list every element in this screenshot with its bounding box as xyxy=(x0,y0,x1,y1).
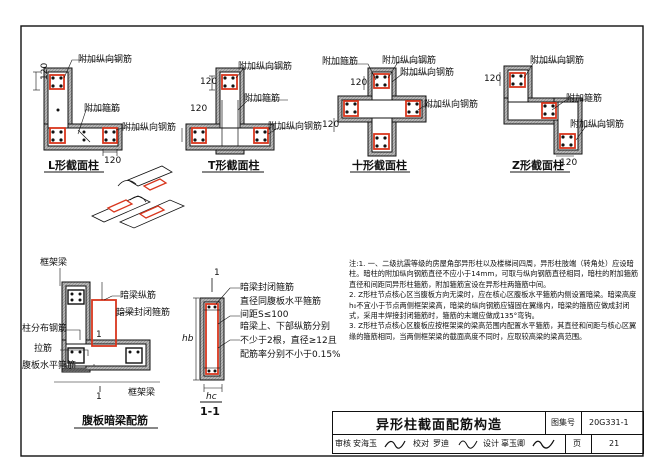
note-3: 3. Z形柱节点核心区腹板应按框架梁的梁高范围内配置水平箍筋，其直径和间距与核心… xyxy=(349,321,637,341)
design-label: 设计 xyxy=(483,439,499,448)
l-label-rebar-right: 附加纵向钢筋 xyxy=(122,123,177,133)
l-label-stirrup: 附加箍筋 xyxy=(84,104,121,114)
cross-dim-2: 120 xyxy=(322,120,340,130)
section-note-5: 不少于2根，直径≥12且 xyxy=(240,336,337,346)
l-dim-1: 120 xyxy=(40,62,50,80)
title-block-row-1: 异形柱截面配筋构造 图集号 20G331-1 xyxy=(333,412,643,435)
slab-beam-caption: 腹板暗梁配筋 xyxy=(82,414,148,427)
z-dim-1: 120 xyxy=(484,74,502,84)
z-section-caption: Z形截面柱 xyxy=(512,159,564,172)
section-note-4: 暗梁上、下部纵筋分别 xyxy=(240,322,331,332)
section-top-marker: 1 xyxy=(214,268,220,278)
atlas-label: 图集号 xyxy=(551,418,575,427)
slab-marker-2: 1 xyxy=(96,392,102,402)
z-label-stirrup: 附加箍筋 xyxy=(566,94,603,104)
iso-sketch xyxy=(91,165,186,229)
designer-name: 辜玉卿 xyxy=(501,439,525,448)
cross-label-stirrup: 附加箍筋 xyxy=(322,57,359,67)
cross-label-rebar-2: 附加纵向钢筋 xyxy=(400,68,455,78)
slab-col-stirrup: 柱分布钢筋 xyxy=(22,324,68,334)
z-dim-2: 120 xyxy=(560,158,578,168)
t-section-drawing xyxy=(181,67,296,155)
slab-hidden-stirrup: 暗梁封闭箍筋 xyxy=(116,308,171,318)
slab-hidden-longitudinal: 暗梁纵筋 xyxy=(120,291,157,301)
cross-label-rebar-1: 附加纵向钢筋 xyxy=(382,56,437,66)
t-label-rebar-top: 附加纵向钢筋 xyxy=(238,62,293,72)
t-dim-1: 120 xyxy=(200,77,218,87)
section-note-2: 直径同腹板水平箍筋 xyxy=(240,297,322,307)
reviewer-signature xyxy=(384,440,406,449)
section-note-6: 配筋率分别不小于0.15% xyxy=(240,350,341,360)
review-label: 审核 xyxy=(335,439,351,448)
reviewer-name: 安海玉 xyxy=(353,439,377,448)
section-hc: hc xyxy=(206,392,217,402)
designer-signature xyxy=(532,439,555,449)
section-1-1-caption: 1-1 xyxy=(200,405,220,418)
z-label-rebar-top: 附加纵向钢筋 xyxy=(530,56,585,66)
sheet-border xyxy=(20,25,644,457)
notes-block: 注:1. 一、二级抗震等级的房屋角部异形柱以及楼梯间四周，异形柱肢端（转角处）应… xyxy=(349,259,641,342)
slab-beam-drawing xyxy=(54,268,160,392)
page-label: 页 xyxy=(573,439,581,448)
title-block: 异形柱截面配筋构造 图集号 20G331-1 审核 安海玉 校对 罗迪 设计 辜… xyxy=(332,411,644,454)
slab-tie: 拉筋 xyxy=(34,344,53,354)
l-section-caption: L形截面柱 xyxy=(48,159,100,172)
slab-frame-beam-top: 框架梁 xyxy=(40,258,68,268)
t-label-stirrup: 附加箍筋 xyxy=(244,94,281,104)
cross-dim-1: 120 xyxy=(350,78,368,88)
section-note-1: 暗梁封闭箍筋 xyxy=(240,283,295,293)
l-dim-2: 120 xyxy=(104,156,122,166)
cross-section-caption: 十形截面柱 xyxy=(352,159,407,172)
page-number: 21 xyxy=(609,439,620,448)
l-section-drawing xyxy=(33,59,148,156)
z-label-rebar-right: 附加纵向钢筋 xyxy=(570,120,625,130)
checker-signature xyxy=(458,440,478,449)
t-dim-2: 120 xyxy=(190,104,208,114)
slab-web-horizontal: 腹板水平箍筋 xyxy=(22,361,77,371)
title-block-row-2: 审核 安海玉 校对 罗迪 设计 辜玉卿 页 21 xyxy=(333,434,643,453)
slab-frame-beam-bottom: 框架梁 xyxy=(128,388,156,398)
l-label-rebar-top: 附加纵向钢筋 xyxy=(78,55,133,65)
t-section-caption: T形截面柱 xyxy=(208,159,260,172)
cross-section-drawing xyxy=(328,61,440,157)
note-1: 注:1. 一、二级抗震等级的房屋角部异形柱以及楼梯间四周，异形柱肢端（转角处）应… xyxy=(349,259,639,289)
z-section-drawing xyxy=(499,61,606,157)
slab-marker: 1 xyxy=(96,330,102,340)
note-2: 2. Z形柱节点核心区当腹板方向无梁时，应在核心区腹板水平箍筋内侧设置暗梁。暗梁… xyxy=(349,290,637,321)
section-note-3: 间距S≤100 xyxy=(240,310,289,320)
atlas-number: 20G331-1 xyxy=(589,418,629,427)
section-hb: hb xyxy=(182,334,194,344)
t-label-rebar-right: 附加纵向钢筋 xyxy=(268,122,323,132)
check-label: 校对 xyxy=(413,439,429,448)
section-1-1-drawing xyxy=(193,278,240,403)
cross-label-rebar-3: 附加纵向钢筋 xyxy=(424,100,479,110)
checker-name: 罗迪 xyxy=(433,439,449,448)
drawing-title: 异形柱截面配筋构造 xyxy=(333,412,546,434)
